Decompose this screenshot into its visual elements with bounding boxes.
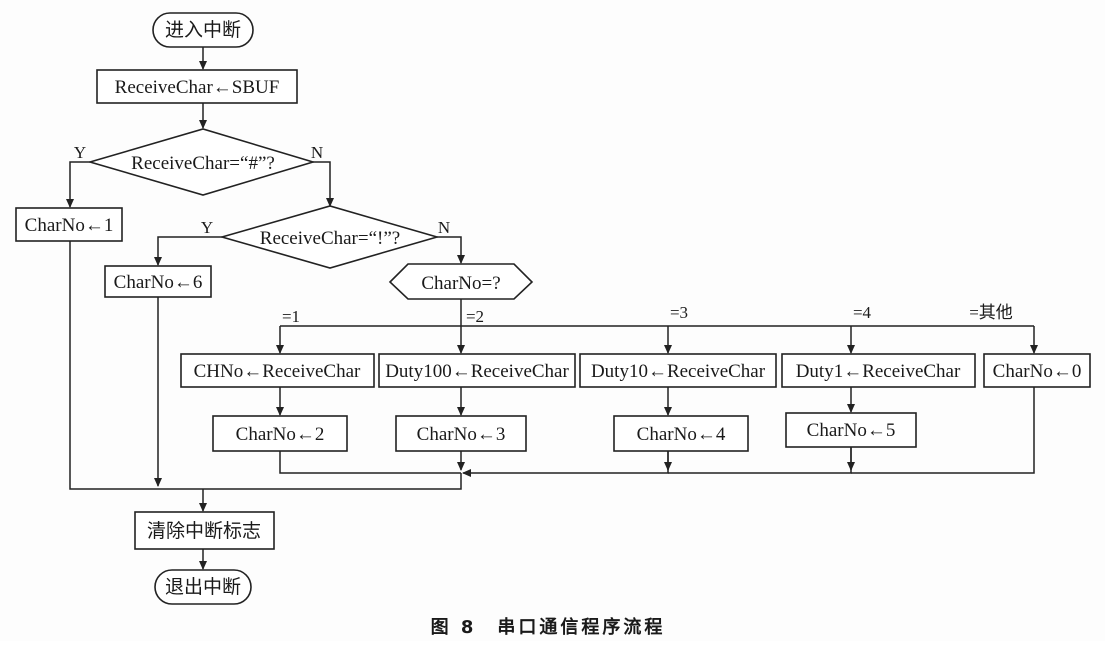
case1-next-process: CharNo←2 xyxy=(212,415,348,452)
clear-flag-label: 清除中断标志 xyxy=(147,520,261,542)
label-case-other: =其他 xyxy=(969,303,1013,322)
decision-excl: ReceiveChar=“!”? xyxy=(219,205,440,269)
case-other-process: CharNo←0 xyxy=(983,353,1091,388)
case3-assign-process: Duty10←ReceiveChar xyxy=(579,353,777,388)
case-other-label: CharNo←0 xyxy=(993,361,1082,382)
case3-next-process: CharNo←4 xyxy=(613,415,749,452)
case2-assign-process: Duty100←ReceiveChar xyxy=(378,353,576,388)
clear-flag-process: 清除中断标志 xyxy=(134,511,275,550)
label-no-1: N xyxy=(311,143,323,162)
start-label: 进入中断 xyxy=(165,19,241,41)
case4-next-process: CharNo←5 xyxy=(785,412,917,448)
case2-assign-label: Duty100←ReceiveChar xyxy=(385,361,569,382)
case3-next-label: CharNo←4 xyxy=(637,424,726,445)
set-charno-6-label: CharNo←6 xyxy=(114,272,203,293)
set-charno-6-process: CharNo←6 xyxy=(104,265,212,298)
decision-charno-switch: CharNo=? xyxy=(388,263,534,300)
start-terminal: 进入中断 xyxy=(152,12,254,48)
case1-assign-label: CHNo←ReceiveChar xyxy=(194,361,361,382)
case3-assign-label: Duty10←ReceiveChar xyxy=(591,361,766,382)
label-case-1: =1 xyxy=(282,307,300,326)
receive-process: ReceiveChar←SBUF xyxy=(96,69,298,104)
connector-lines xyxy=(66,47,1038,570)
set-charno-1-label: CharNo←1 xyxy=(25,215,114,236)
branch-labels: Y N Y N =1 =2 =3 =4 =其他 xyxy=(74,143,1013,326)
label-case-4: =4 xyxy=(853,303,872,322)
case4-next-label: CharNo←5 xyxy=(807,420,896,441)
label-case-2: =2 xyxy=(466,307,484,326)
set-charno-1-process: CharNo←1 xyxy=(15,207,123,242)
label-case-3: =3 xyxy=(670,303,688,322)
figure-caption: 图 8 串口通信程序流程 xyxy=(431,616,666,638)
decision-excl-label: ReceiveChar=“!”? xyxy=(260,228,400,249)
label-yes-1: Y xyxy=(74,143,86,162)
case2-next-label: CharNo←3 xyxy=(417,424,506,445)
case1-assign-process: CHNo←ReceiveChar xyxy=(180,353,375,388)
decision-charno-label: CharNo=? xyxy=(421,273,500,294)
receive-label: ReceiveChar←SBUF xyxy=(115,77,280,98)
decision-hash-label: ReceiveChar=“#”? xyxy=(131,153,275,174)
decision-hash: ReceiveChar=“#”? xyxy=(87,128,316,196)
case4-assign-process: Duty1←ReceiveChar xyxy=(781,353,976,388)
case2-next-process: CharNo←3 xyxy=(395,415,527,452)
case1-next-label: CharNo←2 xyxy=(236,424,325,445)
end-label: 退出中断 xyxy=(165,576,241,598)
case4-assign-label: Duty1←ReceiveChar xyxy=(796,361,961,382)
label-yes-2: Y xyxy=(201,218,213,237)
end-terminal: 退出中断 xyxy=(154,569,252,605)
label-no-2: N xyxy=(438,218,450,237)
